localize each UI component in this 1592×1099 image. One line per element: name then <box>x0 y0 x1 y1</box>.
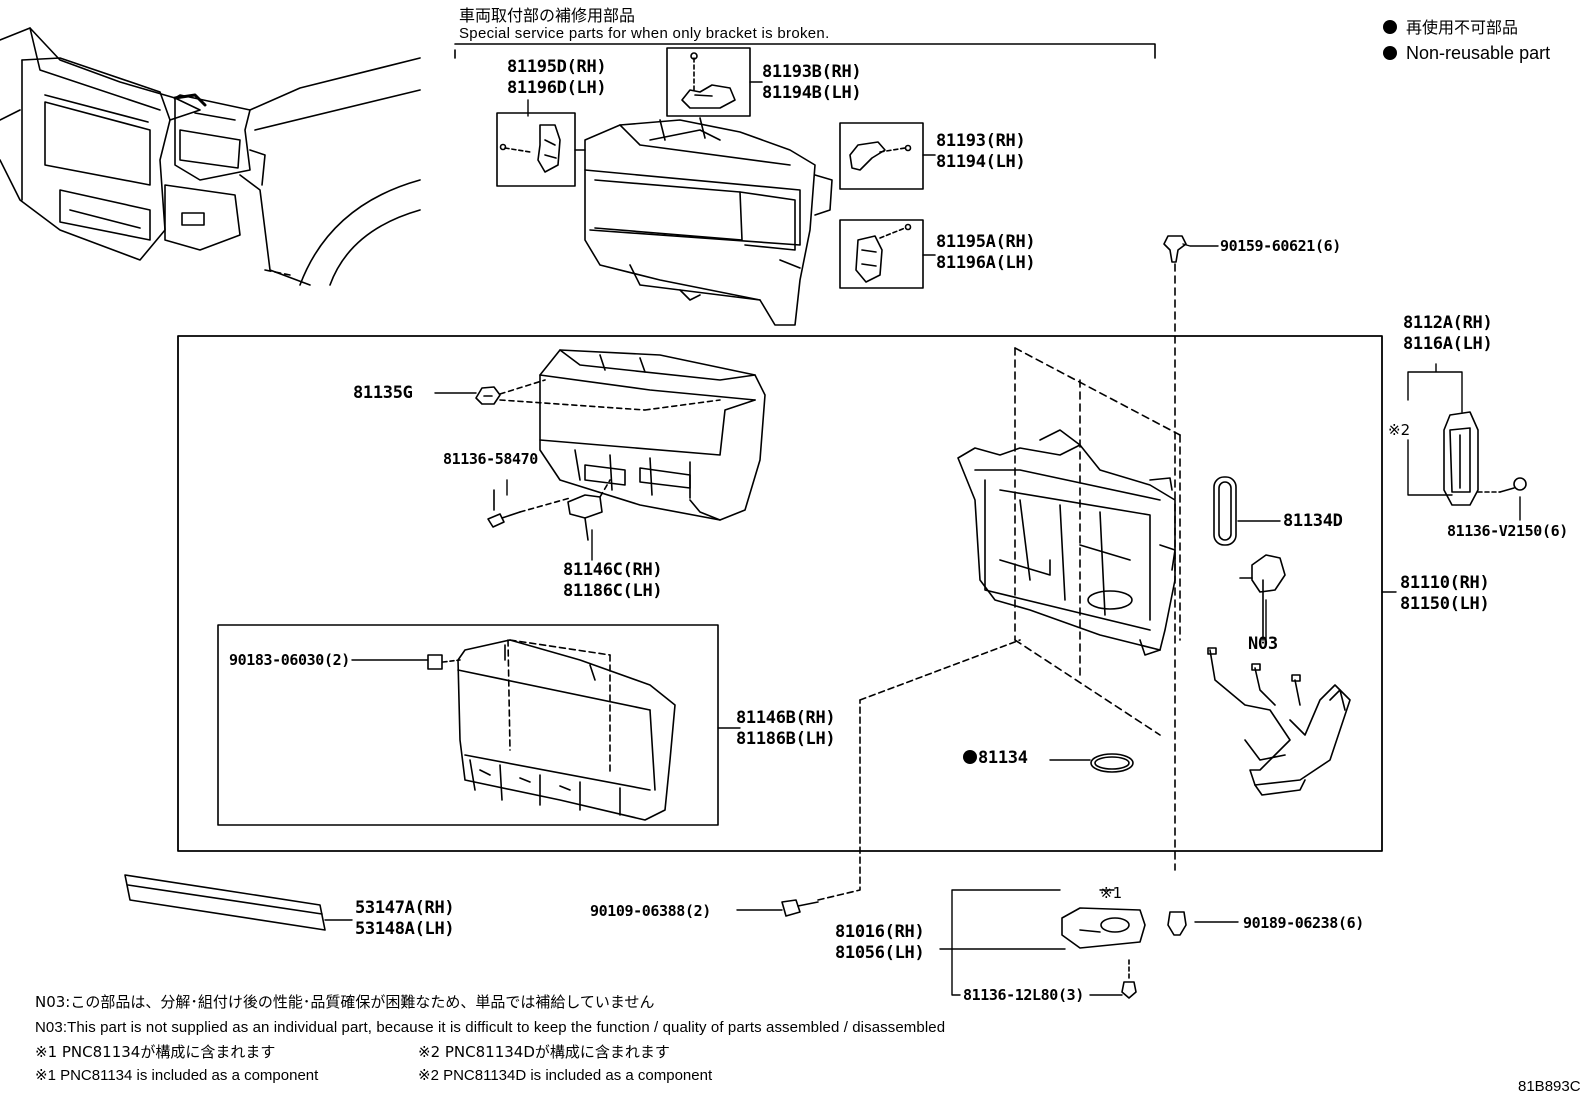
part-label-81193B[interactable]: 81193B(RH) <box>762 62 862 82</box>
ecu-81016 <box>1061 907 1146 949</box>
bullet-icon <box>1383 46 1397 60</box>
part-label-81135G[interactable]: 81135G <box>353 383 413 403</box>
part-label-81110[interactable]: 81110(RH) <box>1400 573 1490 593</box>
lens-cover-illustration <box>539 349 766 521</box>
non-reusable-dot-icon <box>963 750 977 764</box>
part-label-53147A[interactable]: 53147A(RH) <box>355 898 455 918</box>
part-label-81136-12L80[interactable]: 81136-12L80(3) <box>963 986 1084 1004</box>
part-label-81016[interactable]: 81016(RH) <box>835 922 925 942</box>
leader-lines <box>324 99 1521 996</box>
part-label-8112A[interactable]: 8112A(RH) <box>1403 313 1493 333</box>
clip-90189 <box>1167 911 1187 936</box>
bulb-N03 <box>1239 554 1286 641</box>
headlamp-housing-illustration <box>957 347 1181 736</box>
part-label-N03[interactable]: N03 <box>1248 634 1278 654</box>
special-parts-title-en: Special service parts for when only brac… <box>459 25 830 42</box>
legend-en-text: Non-reusable part <box>1406 43 1551 63</box>
molding-53147A <box>124 874 326 931</box>
bracket-81195A <box>839 219 936 289</box>
part-label-81195A[interactable]: 81195A(RH) <box>936 232 1036 252</box>
part-label-81186C[interactable]: 81186C(LH) <box>563 581 663 601</box>
mark1-side-label: ※1 <box>1100 884 1123 902</box>
clip-90159 <box>1163 235 1187 871</box>
screw-81136-12L80 <box>1121 959 1137 999</box>
part-label-90159-60621[interactable]: 90159-60621(6) <box>1220 237 1341 255</box>
part-label-81136-58470[interactable]: 81136-58470 <box>443 450 538 468</box>
part-label-81146B[interactable]: 81146B(RH) <box>736 708 836 728</box>
part-label-90109-06388[interactable]: 90109-06388(2) <box>590 902 711 920</box>
special-parts-title-jp: 車両取付部の補修用部品 <box>459 6 636 25</box>
part-label-81150[interactable]: 81150(LH) <box>1400 594 1490 614</box>
clip-81135G <box>475 379 721 411</box>
part-label-81196D[interactable]: 81196D(LH) <box>507 78 607 98</box>
part-label-81134[interactable]: 81134 <box>963 748 1028 769</box>
part-label-81136-V2150[interactable]: 81136-V2150(6) <box>1447 522 1568 540</box>
part-label-81134D[interactable]: 81134D <box>1283 511 1343 531</box>
part-label-81194[interactable]: 81194(LH) <box>936 152 1026 172</box>
part-label-81146C[interactable]: 81146C(RH) <box>563 560 663 580</box>
legend-jp-text: 再使用不可部品 <box>1406 18 1519 37</box>
legend-non-reusable-en: Non-reusable part <box>1383 43 1550 63</box>
bracket-subassembly-box <box>217 624 719 826</box>
note-mark2-en: ※2 PNC81134D is included as a component <box>418 1067 713 1084</box>
bracket-81195D <box>496 112 586 187</box>
o-ring-81134 <box>1090 753 1134 773</box>
legend-non-reusable-jp: 再使用不可部品 <box>1383 18 1518 38</box>
note-mark1-en: ※1 PNC81134 is included as a component <box>35 1067 319 1084</box>
note-n03-jp: N03:この部品は、分解･組付け後の性能･品質確保が困難なため、単品では補給して… <box>35 993 655 1011</box>
part-label-90189-06238[interactable]: 90189-06238(6) <box>1243 914 1364 932</box>
note-mark1-jp: ※1 PNC81134が構成に含まれます <box>35 1043 276 1061</box>
part-label-90183-06030[interactable]: 90183-06030(2) <box>229 651 350 669</box>
part-label-81193[interactable]: 81193(RH) <box>936 131 1026 151</box>
screw-81136-58470 <box>487 489 571 528</box>
part-label-81196A[interactable]: 81196A(LH) <box>936 253 1036 273</box>
diagram-code: 81B893C <box>1518 1078 1581 1095</box>
headlamp-assembly-box <box>177 335 1383 852</box>
part-label-81056[interactable]: 81056(LH) <box>835 943 925 963</box>
wire-harness <box>1207 647 1351 796</box>
note-n03-en: N03:This part is not supplied as an indi… <box>35 1019 946 1036</box>
side-lamp-8112A <box>1443 411 1479 506</box>
top-headlamp-illustration <box>584 117 833 326</box>
part-label-53148A[interactable]: 53148A(LH) <box>355 919 455 939</box>
part-label-81194B[interactable]: 81194B(LH) <box>762 83 862 103</box>
part-label-81186B[interactable]: 81186B(LH) <box>736 729 836 749</box>
bracket-81193B <box>666 47 763 117</box>
bolt-90109 <box>781 639 1021 917</box>
bracket-81193 <box>839 122 936 190</box>
gasket-81134D <box>1213 476 1237 546</box>
bullet-icon <box>1383 20 1397 34</box>
vehicle-front-illustration <box>0 27 421 286</box>
note-mark2-jp: ※2 PNC81134Dが構成に含まれます <box>418 1043 670 1061</box>
screw-81136-V2150 <box>1477 477 1527 493</box>
part-label-81195D[interactable]: 81195D(RH) <box>507 57 607 77</box>
bracket-81146B-illustration <box>427 639 676 821</box>
part-label-8116A[interactable]: 8116A(LH) <box>1403 334 1493 354</box>
part-label-81134-text: 81134 <box>978 748 1028 768</box>
mark2-side-label: ※2 <box>1388 421 1411 439</box>
special-parts-bracket <box>454 43 1156 59</box>
clip-81146C <box>567 479 611 541</box>
